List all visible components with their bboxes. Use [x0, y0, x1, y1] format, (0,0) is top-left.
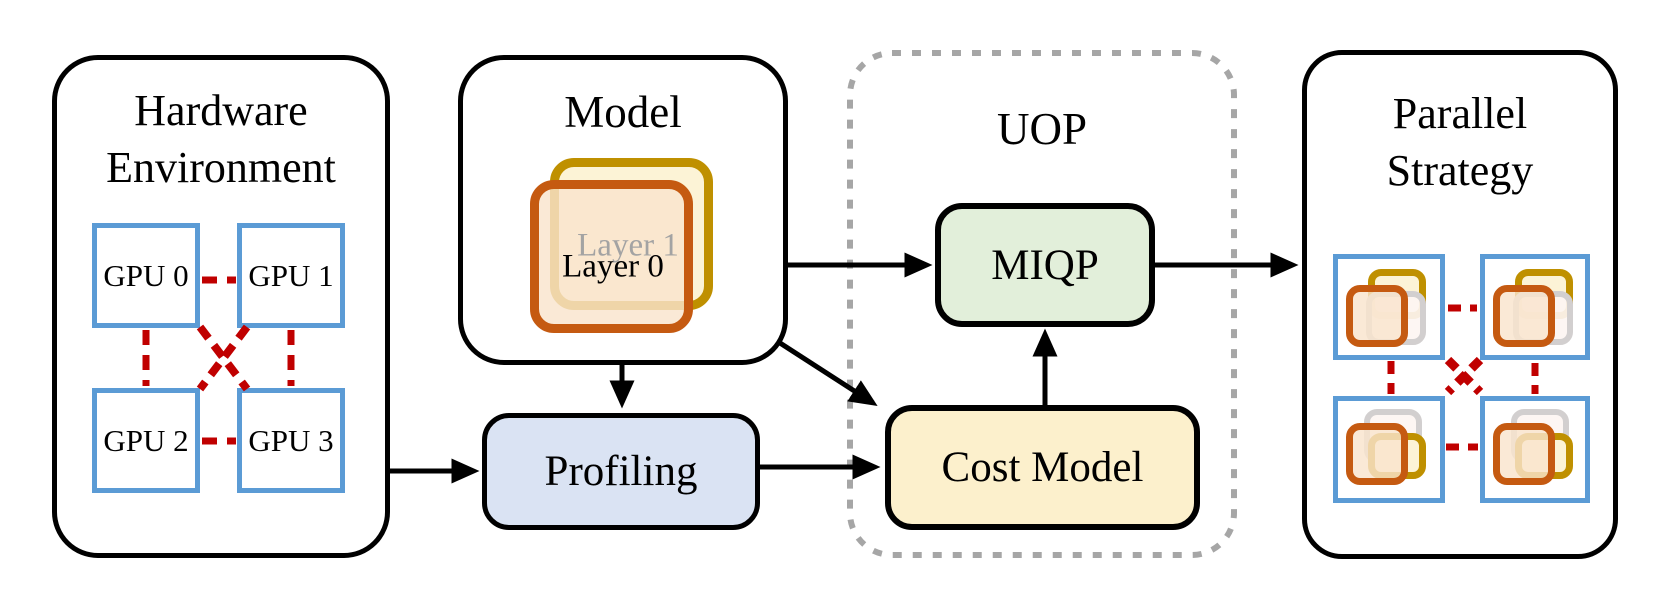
strategy-device-2-box	[1333, 396, 1445, 503]
layer-1-label: Layer 1	[577, 227, 679, 264]
layer-0-square	[530, 180, 693, 333]
parallel-title-line1: Parallel	[1392, 89, 1528, 138]
model-box: Model Layer 1 Layer 0	[458, 55, 788, 365]
hardware-title-line1: Hardware	[134, 86, 308, 135]
strategy-device-3-box	[1480, 396, 1590, 503]
gpu-3-label: GPU 3	[248, 422, 334, 458]
parallel-strategy-title: Parallel Strategy	[1307, 85, 1613, 199]
hardware-environment-box: Hardware Environment GPU 0 GPU 1 GPU 2 G…	[52, 55, 390, 558]
gpu-2-label: GPU 2	[103, 422, 189, 458]
shard-orange-square	[1346, 423, 1408, 485]
hardware-title-line2: Environment	[106, 143, 336, 192]
strategy-device-0-box	[1333, 254, 1445, 360]
parallel-strategy-box: Parallel Strategy	[1302, 50, 1618, 559]
cost-model-box: Cost Model	[885, 405, 1200, 530]
gpu-1-box: GPU 1	[237, 223, 345, 328]
profiling-label: Profiling	[544, 448, 698, 495]
parallel-title-line2: Strategy	[1386, 146, 1534, 195]
model-title: Model	[564, 87, 682, 137]
shard-orange-square	[1346, 285, 1408, 347]
gpu-2-box: GPU 2	[92, 388, 200, 493]
cost-model-label: Cost Model	[941, 444, 1144, 491]
hardware-environment-title: Hardware Environment	[57, 82, 385, 196]
shard-orange-square	[1493, 285, 1555, 347]
miqp-box: MIQP	[935, 203, 1155, 327]
gpu-3-box: GPU 3	[237, 388, 345, 493]
profiling-box: Profiling	[482, 413, 760, 530]
layer-0-label: Layer 0	[562, 248, 664, 285]
gpu-0-label: GPU 0	[103, 257, 189, 293]
shard-orange-square	[1493, 423, 1555, 485]
arrow-model-to-cost-model	[778, 340, 878, 406]
strategy-device-1-box	[1480, 254, 1590, 360]
miqp-label: MIQP	[991, 241, 1099, 289]
uop-region-title: UOP	[996, 104, 1088, 154]
gpu-0-box: GPU 0	[92, 223, 200, 328]
gpu-1-label: GPU 1	[248, 257, 334, 293]
